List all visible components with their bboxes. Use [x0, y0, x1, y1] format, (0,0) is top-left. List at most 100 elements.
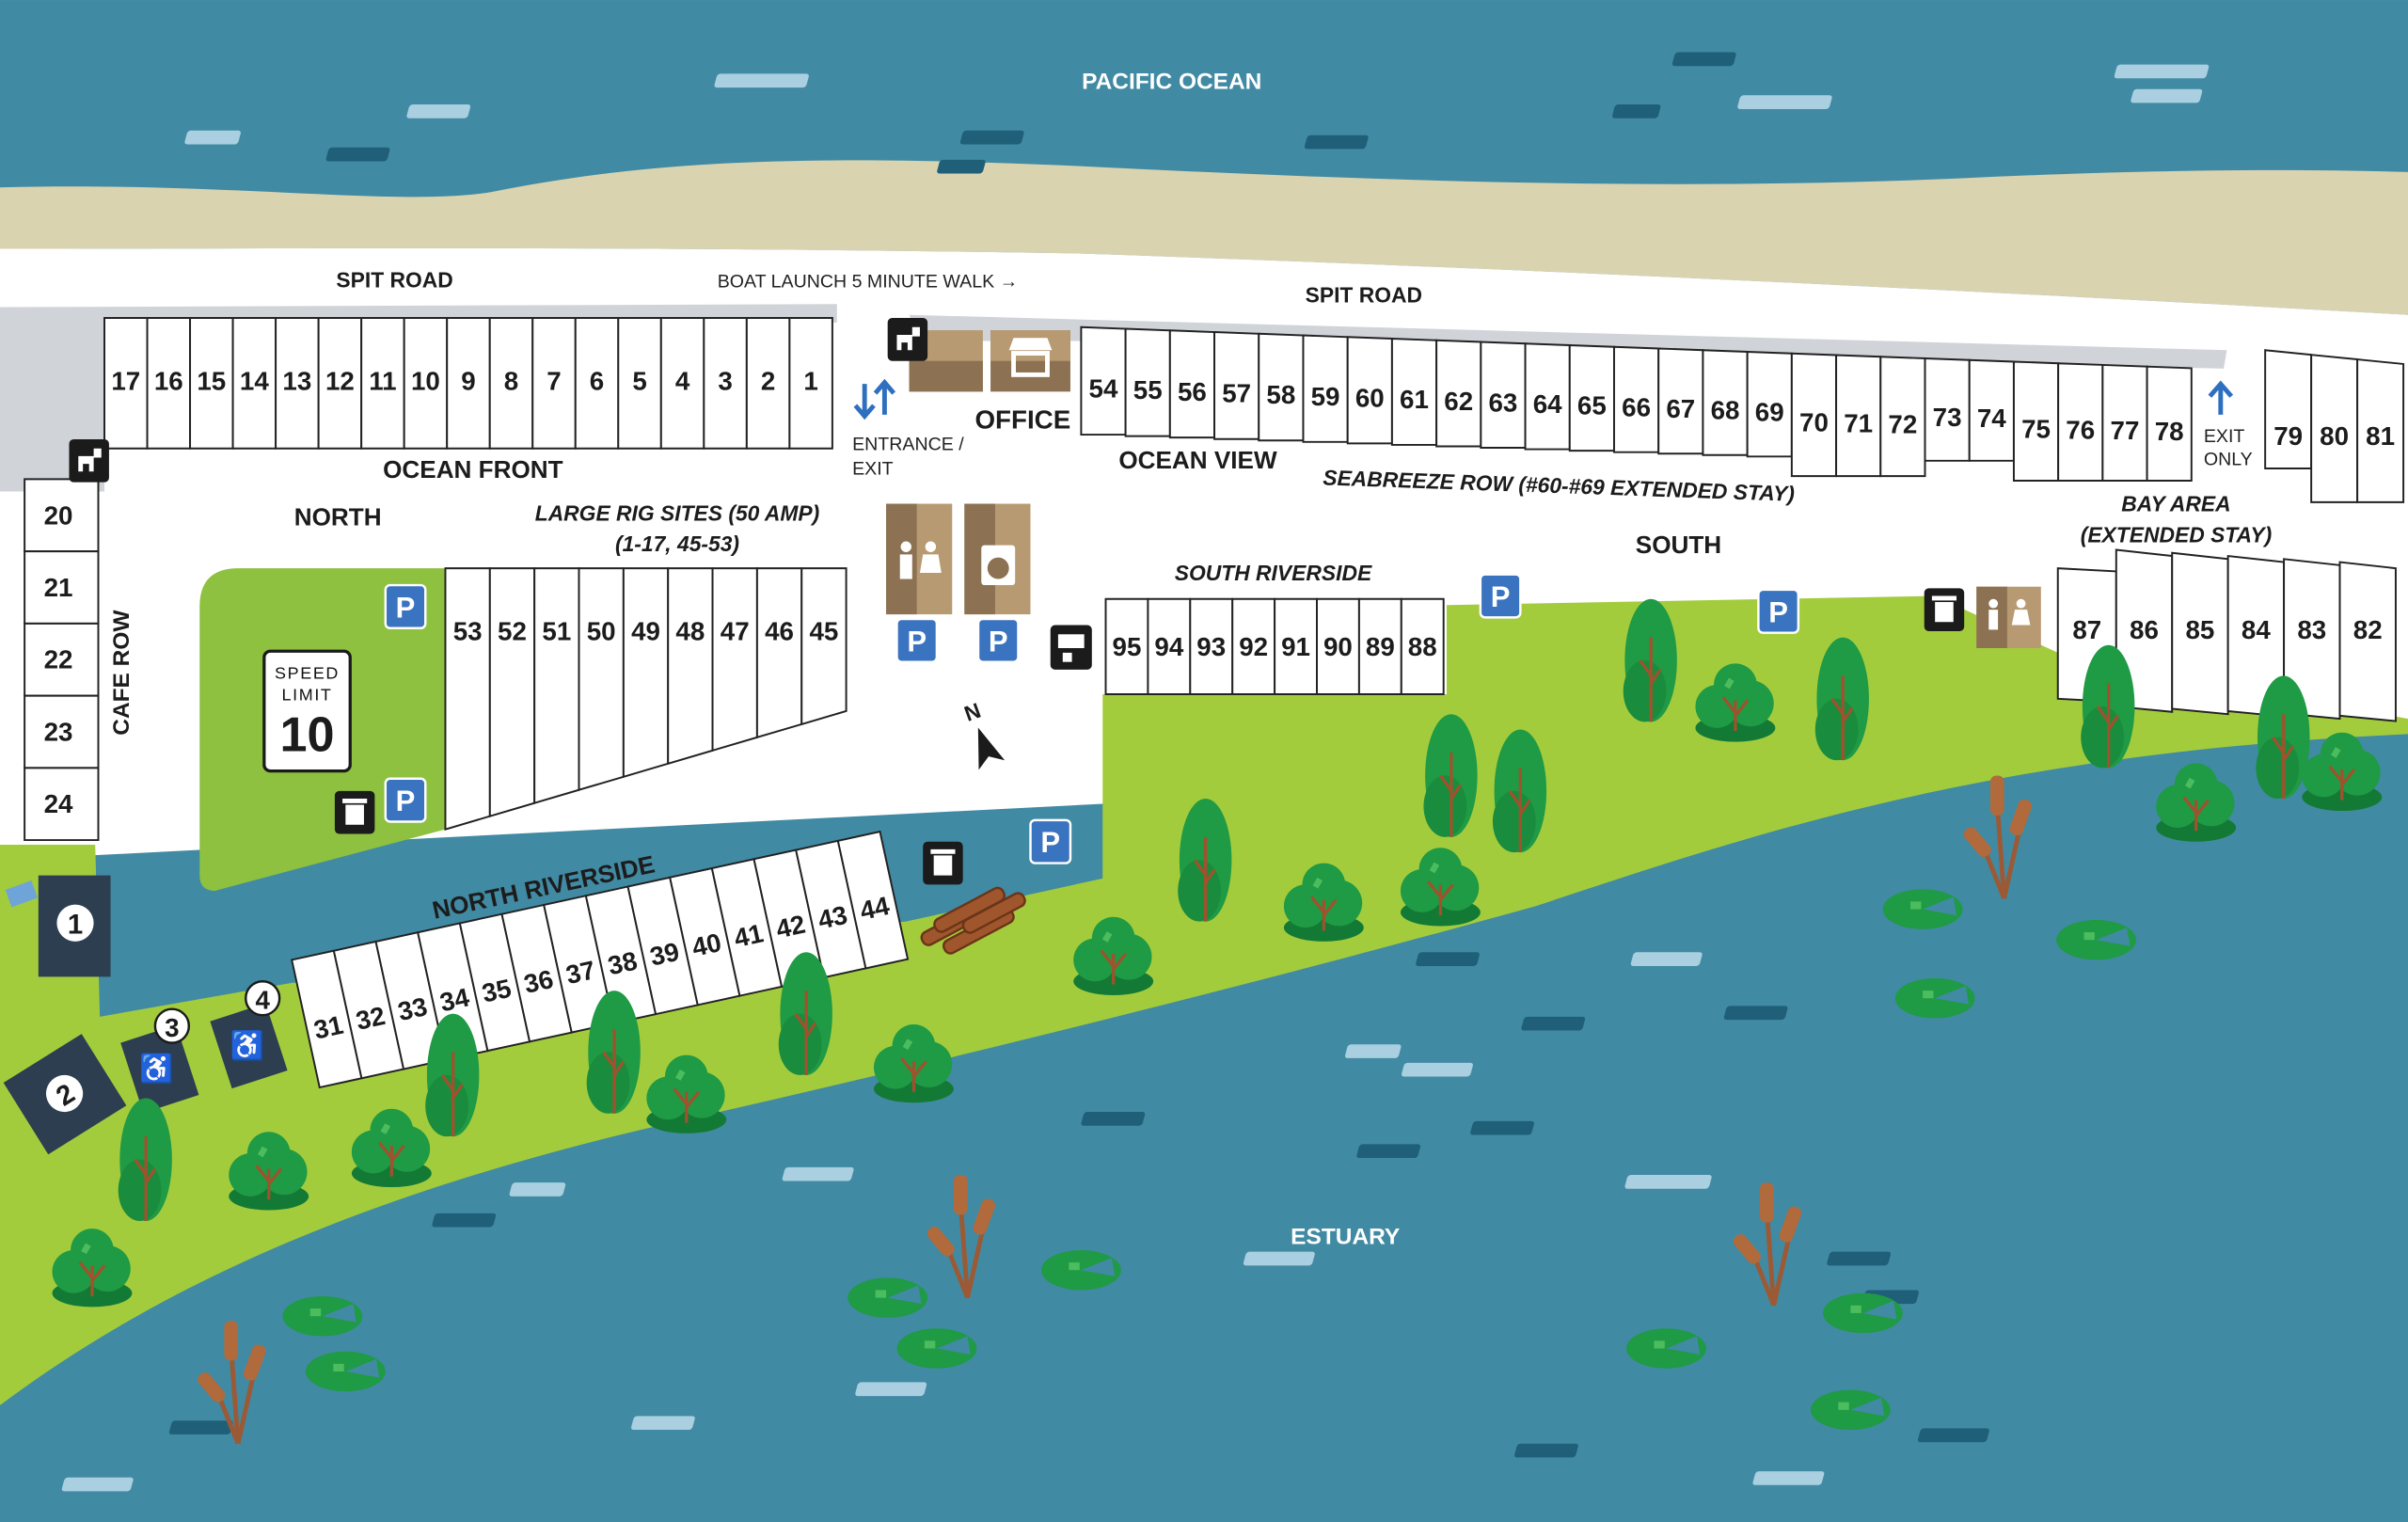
- campsite-32[interactable]: 32: [332, 940, 405, 1080]
- campsite-plot[interactable]: [711, 567, 758, 753]
- campsite-94[interactable]: 94: [1147, 597, 1192, 695]
- campsite-9[interactable]: 9: [446, 317, 491, 450]
- campsite-plot[interactable]: [836, 830, 910, 970]
- campsite-82[interactable]: 82: [2338, 561, 2397, 722]
- laundry-building[interactable]: [964, 503, 1031, 615]
- campsite-77[interactable]: 77: [2101, 363, 2148, 483]
- campsite-55[interactable]: 55: [1124, 327, 1171, 437]
- campsite-plot[interactable]: [444, 567, 491, 831]
- boat-launch-link[interactable]: BOAT LAUNCH 5 MINUTE WALK →: [718, 271, 1018, 292]
- campsite-6[interactable]: 6: [574, 317, 620, 450]
- campsite-37[interactable]: 37: [543, 895, 615, 1034]
- campsite-12[interactable]: 12: [317, 317, 363, 450]
- campsite-plot[interactable]: [667, 567, 714, 766]
- campsite-36[interactable]: 36: [500, 903, 573, 1043]
- campsite-53[interactable]: 53: [444, 567, 491, 831]
- campsite-50[interactable]: 50: [578, 567, 625, 792]
- campsite-64[interactable]: 64: [1524, 342, 1571, 451]
- campsite-70[interactable]: 70: [1790, 352, 1838, 478]
- campsite-95[interactable]: 95: [1104, 597, 1149, 695]
- campsite-62[interactable]: 62: [1435, 339, 1482, 448]
- campsite-86[interactable]: 86: [2115, 548, 2174, 713]
- campsite-21[interactable]: 21: [24, 550, 100, 625]
- cabin-4[interactable]: 4 ♿: [210, 980, 288, 1089]
- campsite-57[interactable]: 57: [1213, 331, 1260, 440]
- campsite-15[interactable]: 15: [189, 317, 234, 450]
- campsite-91[interactable]: 91: [1274, 597, 1318, 695]
- campsite-79[interactable]: 79: [2264, 349, 2313, 469]
- campsite-31[interactable]: 31: [291, 949, 363, 1089]
- campsite-76[interactable]: 76: [2057, 362, 2104, 483]
- campsite-14[interactable]: 14: [231, 317, 277, 450]
- campsite-plot[interactable]: [2356, 357, 2405, 503]
- campsite-8[interactable]: 8: [488, 317, 534, 450]
- campsite-34[interactable]: 34: [417, 922, 489, 1061]
- campsite-1[interactable]: 1: [788, 317, 833, 450]
- campsite-20[interactable]: 20: [24, 478, 100, 553]
- campsite-22[interactable]: 22: [24, 622, 100, 697]
- campsite-5[interactable]: 5: [617, 317, 662, 450]
- campsite-89[interactable]: 89: [1357, 597, 1402, 695]
- campsite-68[interactable]: 68: [1702, 349, 1749, 456]
- campsite-plot[interactable]: [788, 317, 833, 450]
- campsite-plot[interactable]: [755, 567, 803, 739]
- campsite-48[interactable]: 48: [667, 567, 714, 766]
- campsite-44[interactable]: 44: [836, 830, 910, 970]
- campsite-plot[interactable]: [2146, 365, 2193, 483]
- campsite-17[interactable]: 17: [103, 317, 149, 450]
- campsite-plot[interactable]: [800, 567, 848, 726]
- campsite-3[interactable]: 3: [703, 317, 748, 450]
- campsite-93[interactable]: 93: [1189, 597, 1234, 695]
- campsite-52[interactable]: 52: [488, 567, 536, 817]
- campsite-61[interactable]: 61: [1390, 337, 1438, 446]
- campsite-11[interactable]: 11: [360, 317, 405, 450]
- campsite-23[interactable]: 23: [24, 694, 100, 769]
- campsite-54[interactable]: 54: [1080, 325, 1127, 436]
- campsite-plot[interactable]: [2171, 551, 2229, 716]
- campsite-58[interactable]: 58: [1258, 332, 1305, 442]
- campsite-plot[interactable]: [1879, 356, 1926, 478]
- campsite-60[interactable]: 60: [1346, 336, 1393, 445]
- campsite-16[interactable]: 16: [146, 317, 192, 450]
- campsite-71[interactable]: 71: [1835, 354, 1882, 478]
- campsite-13[interactable]: 13: [275, 317, 320, 450]
- campsite-83[interactable]: 83: [2283, 558, 2341, 721]
- campsite-24[interactable]: 24: [24, 767, 100, 842]
- campsite-plot[interactable]: [488, 567, 536, 817]
- campsite-47[interactable]: 47: [711, 567, 758, 753]
- campsite-78[interactable]: 78: [2146, 365, 2193, 483]
- cabin-1[interactable]: 1: [5, 875, 111, 977]
- campsite-74[interactable]: 74: [1968, 358, 2015, 462]
- campsite-plot[interactable]: [533, 567, 580, 805]
- campsite-plot[interactable]: [24, 767, 100, 842]
- campsite-75[interactable]: 75: [2012, 360, 2060, 483]
- campsite-92[interactable]: 92: [1231, 597, 1276, 695]
- campsite-7[interactable]: 7: [531, 317, 577, 450]
- campsite-2[interactable]: 2: [745, 317, 791, 450]
- campsite-72[interactable]: 72: [1879, 356, 1926, 478]
- campsite-49[interactable]: 49: [622, 567, 670, 779]
- campsite-46[interactable]: 46: [755, 567, 803, 739]
- campsite-45[interactable]: 45: [800, 567, 848, 726]
- campsite-69[interactable]: 69: [1746, 350, 1793, 458]
- campsite-plot[interactable]: [2338, 561, 2397, 722]
- campsite-65[interactable]: 65: [1568, 343, 1615, 452]
- campsite-63[interactable]: 63: [1480, 341, 1527, 449]
- campsite-80[interactable]: 80: [2310, 354, 2359, 503]
- cabin-3[interactable]: 3 ♿: [120, 1007, 199, 1114]
- campsite-51[interactable]: 51: [533, 567, 580, 805]
- campsite-67[interactable]: 67: [1657, 347, 1704, 455]
- campsite-88[interactable]: 88: [1400, 597, 1445, 695]
- campsite-73[interactable]: 73: [1924, 357, 1971, 462]
- campsite-plot[interactable]: [1400, 597, 1445, 695]
- campsite-plot[interactable]: [578, 567, 625, 792]
- campsite-81[interactable]: 81: [2356, 357, 2405, 503]
- campsite-4[interactable]: 4: [659, 317, 705, 450]
- cabin-2[interactable]: 2: [3, 1034, 127, 1155]
- campsite-85[interactable]: 85: [2171, 551, 2229, 716]
- campsite-10[interactable]: 10: [403, 317, 449, 450]
- campsite-90[interactable]: 90: [1316, 597, 1360, 695]
- campsite-plot[interactable]: [2283, 558, 2341, 721]
- campsite-56[interactable]: 56: [1168, 329, 1216, 439]
- campsite-41[interactable]: 41: [710, 858, 784, 997]
